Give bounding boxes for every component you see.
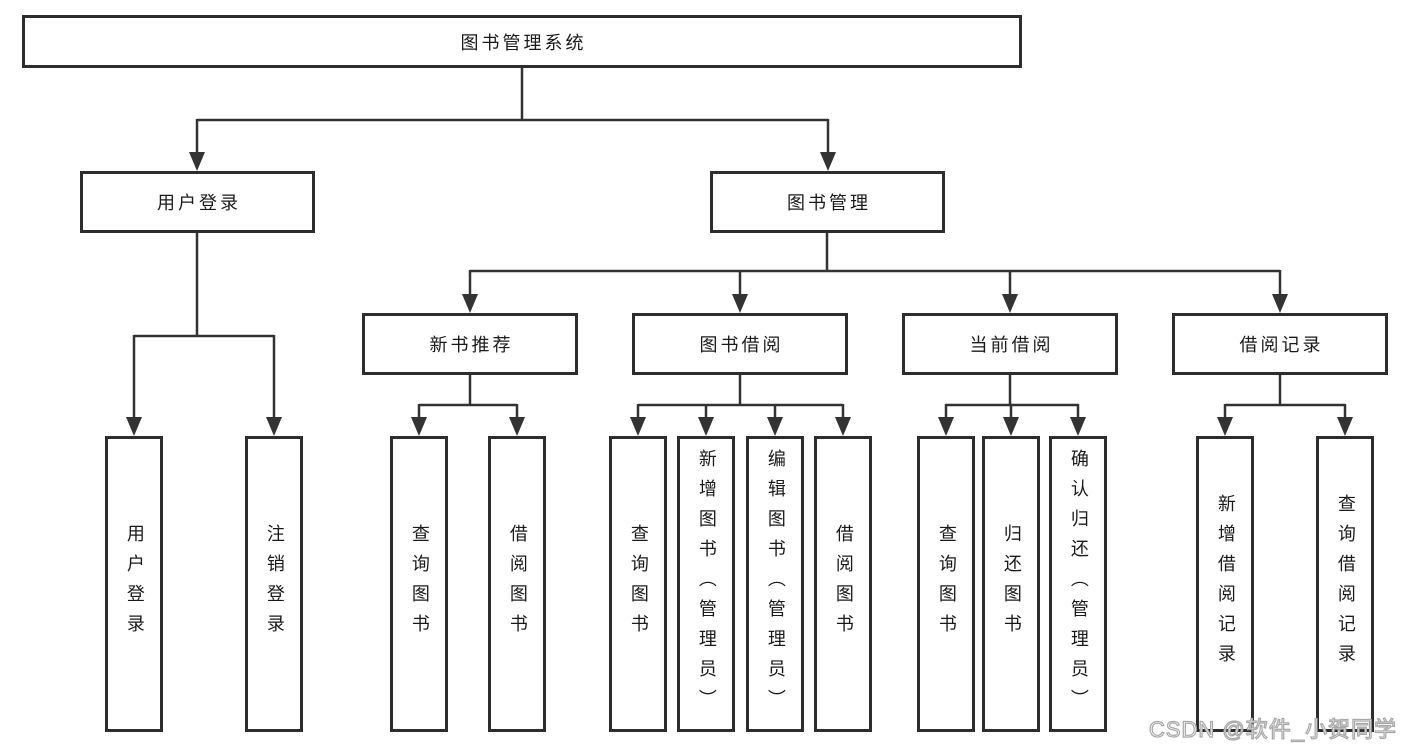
arrow-down-icon: [1002, 294, 1018, 313]
leaf-label: 注销登录: [264, 524, 285, 644]
node-user-login: 用户登录: [80, 171, 315, 233]
arrow-down-icon: [1070, 417, 1086, 436]
arrow-down-icon: [1217, 417, 1233, 436]
leaf-user-login: 用户登录: [105, 436, 163, 732]
arrow-down-icon: [509, 417, 525, 436]
arrow-down-icon: [189, 152, 205, 171]
arrow-down-icon: [462, 294, 478, 313]
node-new-book-recommend: 新书推荐: [362, 313, 578, 375]
leaf-label: 借阅图书: [507, 524, 528, 644]
node-borrow-records: 借阅记录: [1172, 313, 1388, 375]
leaf-query-books-current: 查询图书: [917, 436, 975, 732]
node-label: 图书借阅: [699, 335, 784, 355]
leaf-query-books-recommend: 查询图书: [390, 436, 448, 732]
node-book-mgmt: 图书管理: [710, 171, 945, 233]
leaf-label: 新增图书（管理员）: [696, 449, 717, 719]
node-label: 借阅记录: [1239, 335, 1324, 355]
leaf-label: 查询图书: [628, 524, 649, 644]
leaf-borrow-books: 借阅图书: [814, 436, 872, 732]
leaf-add-borrow-record: 新增借阅记录: [1196, 436, 1254, 732]
arrow-down-icon: [732, 294, 748, 313]
leaf-label: 查询图书: [409, 524, 430, 644]
arrow-down-icon: [698, 417, 714, 436]
leaf-label: 查询图书: [936, 524, 957, 644]
leaf-add-books-admin: 新增图书（管理员）: [677, 436, 735, 732]
node-label: 图书管理: [787, 193, 871, 213]
leaf-query-books-borrow: 查询图书: [609, 436, 667, 732]
node-current-borrow: 当前借阅: [902, 313, 1118, 375]
node-book-borrow: 图书借阅: [632, 313, 848, 375]
leaf-label: 借阅图书: [833, 524, 854, 644]
arrow-down-icon: [1337, 417, 1353, 436]
node-root-system: 图书管理系统: [22, 15, 1022, 68]
node-label: 图书管理系统: [460, 32, 587, 53]
leaf-confirm-return-admin: 确认归还（管理员）: [1049, 436, 1107, 732]
node-label: 当前借阅: [969, 335, 1054, 355]
leaf-logout: 注销登录: [245, 436, 303, 732]
arrow-down-icon: [411, 417, 427, 436]
leaf-return-books: 归还图书: [982, 436, 1040, 732]
leaf-label: 确认归还（管理员）: [1068, 449, 1089, 719]
arrow-down-icon: [938, 417, 954, 436]
arrow-down-icon: [126, 417, 142, 436]
node-label: 新书推荐: [429, 335, 514, 355]
arrow-down-icon: [820, 152, 836, 171]
leaf-label: 用户登录: [124, 524, 145, 644]
arrow-down-icon: [266, 417, 282, 436]
leaf-label: 查询借阅记录: [1335, 494, 1356, 674]
arrow-down-icon: [630, 417, 646, 436]
csdn-watermark: CSDN @软件_小贺同学: [1148, 716, 1397, 742]
node-label: 用户登录: [157, 193, 241, 213]
arrow-down-icon: [1003, 417, 1019, 436]
arrow-down-icon: [1272, 294, 1288, 313]
leaf-label: 新增借阅记录: [1215, 494, 1236, 674]
leaf-label: 编辑图书（管理员）: [765, 449, 786, 719]
leaf-query-borrow-record: 查询借阅记录: [1316, 436, 1374, 732]
leaf-borrow-books-recommend: 借阅图书: [488, 436, 546, 732]
arrow-down-icon: [835, 417, 851, 436]
leaf-label: 归还图书: [1001, 524, 1022, 644]
leaf-edit-books-admin: 编辑图书（管理员）: [746, 436, 804, 732]
arrow-down-icon: [767, 417, 783, 436]
